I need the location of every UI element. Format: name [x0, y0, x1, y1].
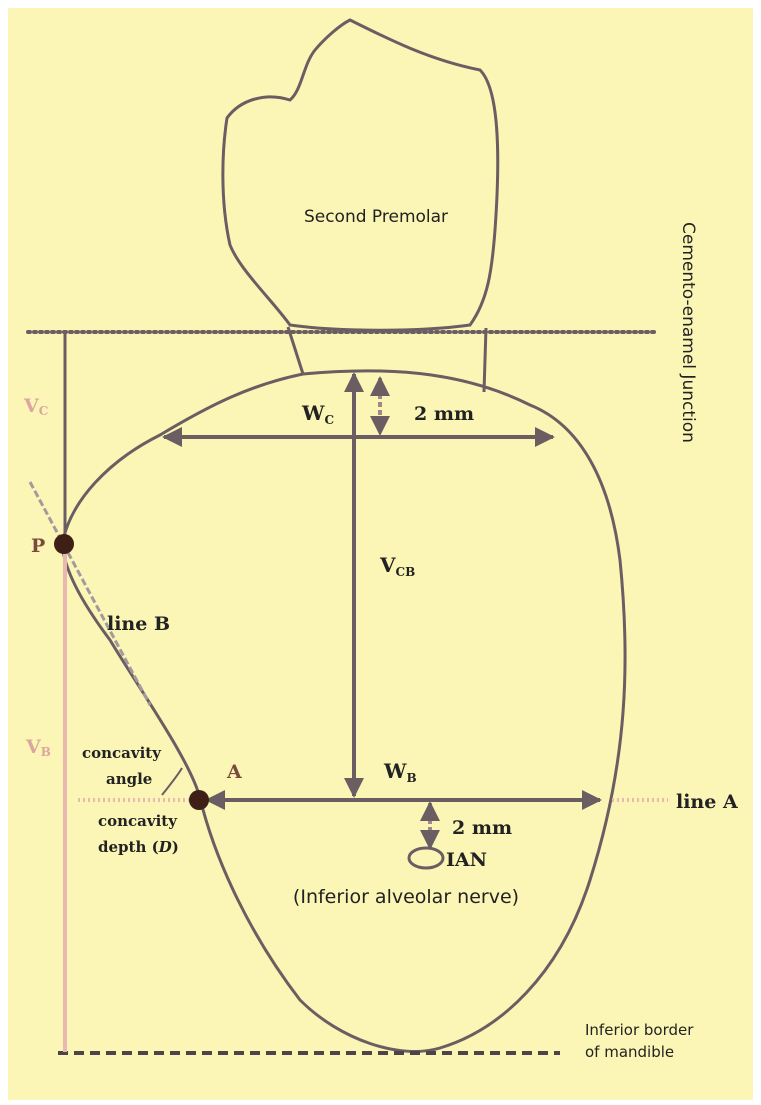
point-p-dot	[54, 534, 74, 554]
line-b-label: line B	[107, 613, 170, 635]
vc-label: VC	[23, 395, 48, 418]
vb-label: VB	[25, 736, 51, 759]
inferior-border-label-line2: of mandible	[585, 1043, 674, 1061]
tooth-crown-outline	[221, 18, 500, 332]
two-mm-bottom-label: 2 mm	[452, 817, 512, 839]
background-panel	[8, 8, 753, 1100]
ian-ellipse	[407, 846, 445, 870]
tooth-label: Second Premolar	[304, 207, 448, 227]
concavity-depth-label-line1: concavity	[98, 812, 178, 830]
wb-label: WB	[383, 759, 417, 785]
ian-label: IAN	[446, 849, 487, 871]
concavity-angle-arc	[161, 767, 183, 796]
inferior-border-label-line1: Inferior border	[585, 1021, 694, 1039]
line-b-dashed	[28, 481, 152, 706]
concavity-angle-label-line2: angle	[106, 770, 152, 788]
tooth-root-left	[286, 326, 305, 375]
concavity-depth-label-line2: depth (D)	[98, 838, 179, 856]
point-a-dot	[189, 790, 209, 810]
vcb-label: VCB	[379, 553, 415, 579]
tooth-root-right	[482, 327, 488, 393]
wc-label: WC	[301, 401, 334, 427]
cej-label: Cemento-enamel Junction	[678, 222, 698, 443]
point-a-label: A	[226, 761, 242, 783]
two-mm-top-label: 2 mm	[414, 403, 474, 425]
ian-full-label: (Inferior alveolar nerve)	[293, 886, 519, 908]
point-p-label: P	[31, 535, 45, 557]
concavity-angle-label-line1: concavity	[82, 744, 162, 762]
line-a-label: line A	[676, 791, 738, 813]
